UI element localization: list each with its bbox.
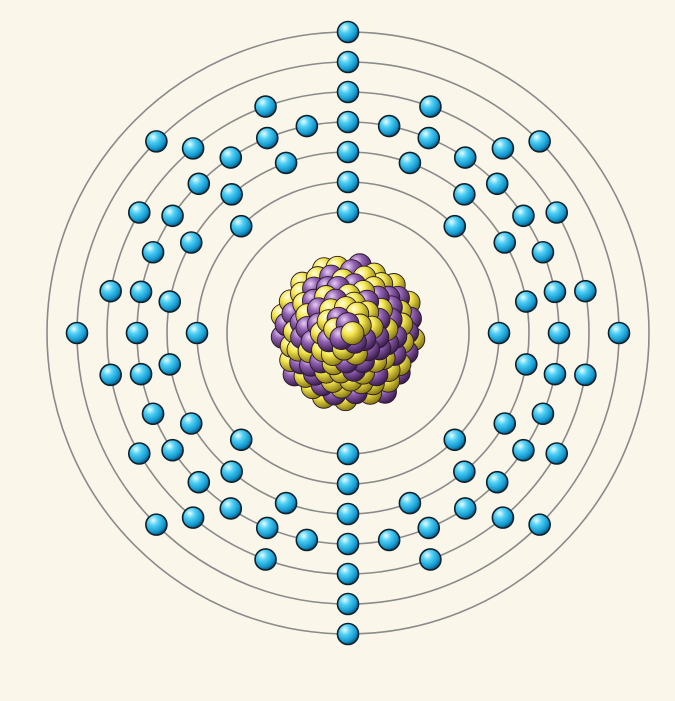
electron (181, 137, 205, 160)
electron (145, 513, 168, 536)
electron (336, 592, 360, 616)
electron (65, 321, 89, 345)
electron (187, 470, 211, 494)
electron (574, 279, 597, 303)
electron (220, 460, 243, 483)
electron (185, 321, 209, 345)
electron (453, 497, 477, 520)
electron (531, 240, 555, 264)
electron (485, 470, 509, 494)
electron (545, 201, 569, 224)
electron (336, 502, 360, 526)
electron (187, 172, 211, 196)
electron (255, 126, 279, 150)
electron (377, 528, 401, 552)
electron (512, 204, 535, 228)
electron (99, 363, 122, 387)
electron (229, 214, 253, 238)
electron (255, 516, 279, 540)
electron (125, 321, 149, 345)
proton (340, 321, 365, 346)
electron (158, 290, 182, 313)
electron (514, 353, 538, 376)
electron (145, 130, 168, 153)
electron (295, 528, 319, 552)
electron (574, 363, 597, 387)
nucleus (270, 253, 426, 412)
electron (254, 95, 277, 118)
electron (336, 110, 360, 134)
electron (336, 80, 360, 104)
electron (485, 172, 509, 196)
electron (443, 214, 467, 238)
electron (453, 146, 477, 169)
electron (254, 548, 277, 571)
electron (161, 204, 184, 228)
electron (129, 362, 153, 386)
electron (158, 353, 182, 376)
electron (453, 460, 476, 483)
electron (336, 622, 360, 646)
electron (419, 548, 442, 571)
electron (528, 130, 551, 153)
electron (336, 170, 360, 194)
electron (377, 114, 401, 138)
electron (493, 412, 517, 435)
electron (514, 290, 538, 313)
electron (99, 279, 122, 303)
electron (229, 428, 253, 452)
electron (336, 442, 360, 466)
electron (141, 240, 165, 264)
electron (274, 151, 298, 175)
electron (543, 362, 567, 386)
electron (219, 146, 243, 169)
electron (129, 280, 153, 304)
electron (493, 231, 517, 254)
electron (179, 412, 203, 435)
electron (336, 20, 360, 44)
electron (417, 126, 441, 150)
electron (443, 428, 467, 452)
electron (336, 562, 360, 586)
electron (295, 114, 319, 138)
electron (274, 491, 298, 515)
electron (453, 183, 476, 206)
electron (543, 280, 567, 304)
electron (545, 442, 569, 465)
electron (528, 513, 551, 536)
electron (219, 497, 243, 520)
electron (487, 321, 511, 345)
electron (127, 442, 151, 465)
electron (127, 201, 151, 224)
electron (607, 321, 631, 345)
electron (491, 137, 515, 160)
electron (547, 321, 571, 345)
electrons (65, 20, 631, 646)
electron (336, 140, 360, 164)
electron (141, 402, 165, 426)
electron (512, 438, 535, 462)
electron (161, 438, 184, 462)
electron (336, 472, 360, 496)
electron (419, 95, 442, 118)
electron (531, 402, 555, 426)
electron (417, 516, 441, 540)
electron (181, 506, 205, 529)
electron (398, 491, 422, 515)
electron (179, 231, 203, 254)
electron (220, 183, 243, 206)
electron (336, 532, 360, 556)
electron (336, 200, 360, 224)
electron (491, 506, 515, 529)
electron (336, 50, 360, 74)
electron (398, 151, 422, 175)
